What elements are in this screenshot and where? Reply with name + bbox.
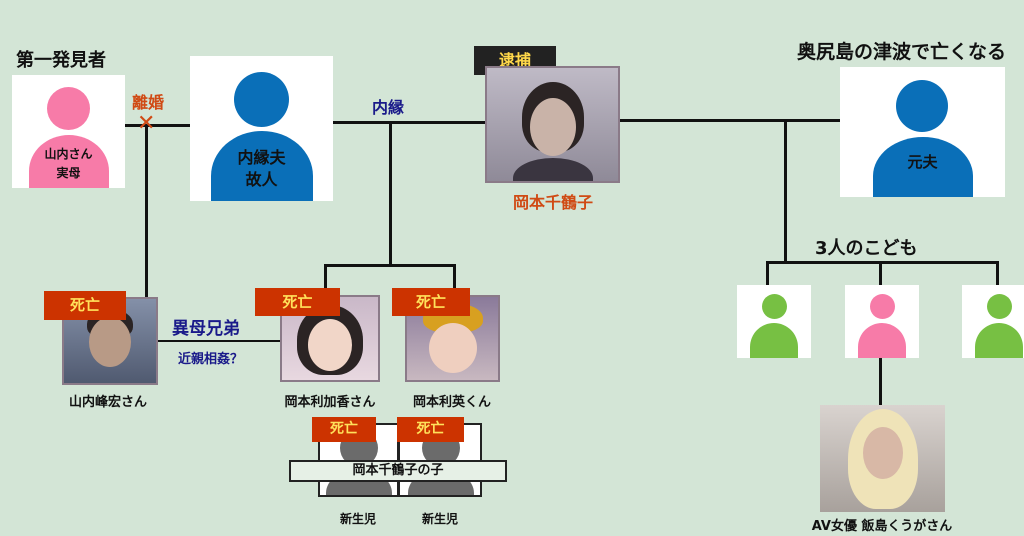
mother-role: 実母 — [56, 166, 81, 180]
children-stem — [389, 122, 392, 265]
dead-badge: 死亡 — [44, 291, 126, 320]
mother-card: 山内さん 実母 — [12, 75, 125, 188]
person-head-icon — [762, 294, 787, 319]
dead-badge: 死亡 — [392, 288, 470, 316]
person-head-icon — [870, 294, 895, 319]
divorce-line — [125, 124, 191, 127]
person-head-icon — [47, 87, 90, 130]
person-head-icon — [896, 80, 948, 132]
person-body-icon — [873, 137, 973, 197]
kids-stem — [784, 120, 787, 262]
child-card-3 — [962, 285, 1024, 358]
ex-husband-card: 元夫 — [840, 67, 1005, 197]
child-drop — [879, 261, 882, 286]
person-body-icon — [750, 323, 798, 358]
kuuga-photo — [820, 405, 945, 512]
newborn-label-2: 新生児 — [421, 512, 459, 526]
chizuko-children-label: 岡本千鶴子の子 — [289, 460, 507, 482]
person-body-icon — [975, 323, 1023, 358]
newborn-label-1: 新生児 — [339, 512, 377, 526]
ex-marriage-line — [620, 119, 841, 122]
kuuga-name: AV女優 飯島くうがさん — [811, 519, 953, 534]
person-head-icon — [987, 294, 1012, 319]
dead-badge: 死亡 — [397, 417, 464, 442]
mother-name: 山内さん — [44, 147, 93, 161]
sibling-line — [158, 340, 280, 342]
dead-badge: 死亡 — [255, 288, 340, 316]
common-law-label: 内縁 — [372, 98, 405, 117]
children-bar — [324, 264, 456, 267]
person-body-icon — [29, 135, 109, 188]
first-finder-label: 第一発見者 — [16, 50, 106, 71]
chizuko-name: 岡本千鶴子 — [512, 193, 594, 212]
child-drop — [766, 261, 769, 286]
kuuga-line — [879, 358, 882, 406]
person-head-icon — [234, 72, 289, 127]
child-drop — [324, 264, 327, 296]
child-drop — [996, 261, 999, 286]
ex-husband-role: 元夫 — [907, 153, 938, 171]
tsunami-label: 奥尻島の津波で亡くなる — [797, 41, 1007, 63]
kids-bar — [766, 261, 999, 264]
husband-role: 内縁夫 — [237, 148, 286, 167]
half-siblings-label: 異母兄弟 — [172, 319, 240, 339]
dead-badge: 死亡 — [312, 417, 376, 442]
incest-label: 近親相姦？ — [178, 352, 244, 367]
divorce-label: 離婚 — [132, 93, 165, 112]
three-children-label: 3人のこども — [815, 238, 918, 259]
person-body-icon — [211, 131, 313, 201]
child-drop — [453, 264, 456, 296]
divorce-x-icon: ✕ — [137, 111, 156, 136]
mother-son-line — [145, 126, 148, 298]
minehiro-name: 山内峰宏さん — [68, 395, 148, 410]
rikako-name: 岡本利加香さん — [284, 395, 376, 410]
person-body-icon — [858, 323, 906, 358]
rie-name: 岡本利英くん — [412, 395, 492, 410]
common-law-line — [333, 121, 486, 124]
child-card-2 — [845, 285, 919, 358]
chizuko-photo — [485, 66, 620, 183]
husband-status: 故人 — [245, 170, 278, 189]
child-card-1 — [737, 285, 811, 358]
husband-card: 内縁夫 故人 — [190, 56, 333, 201]
